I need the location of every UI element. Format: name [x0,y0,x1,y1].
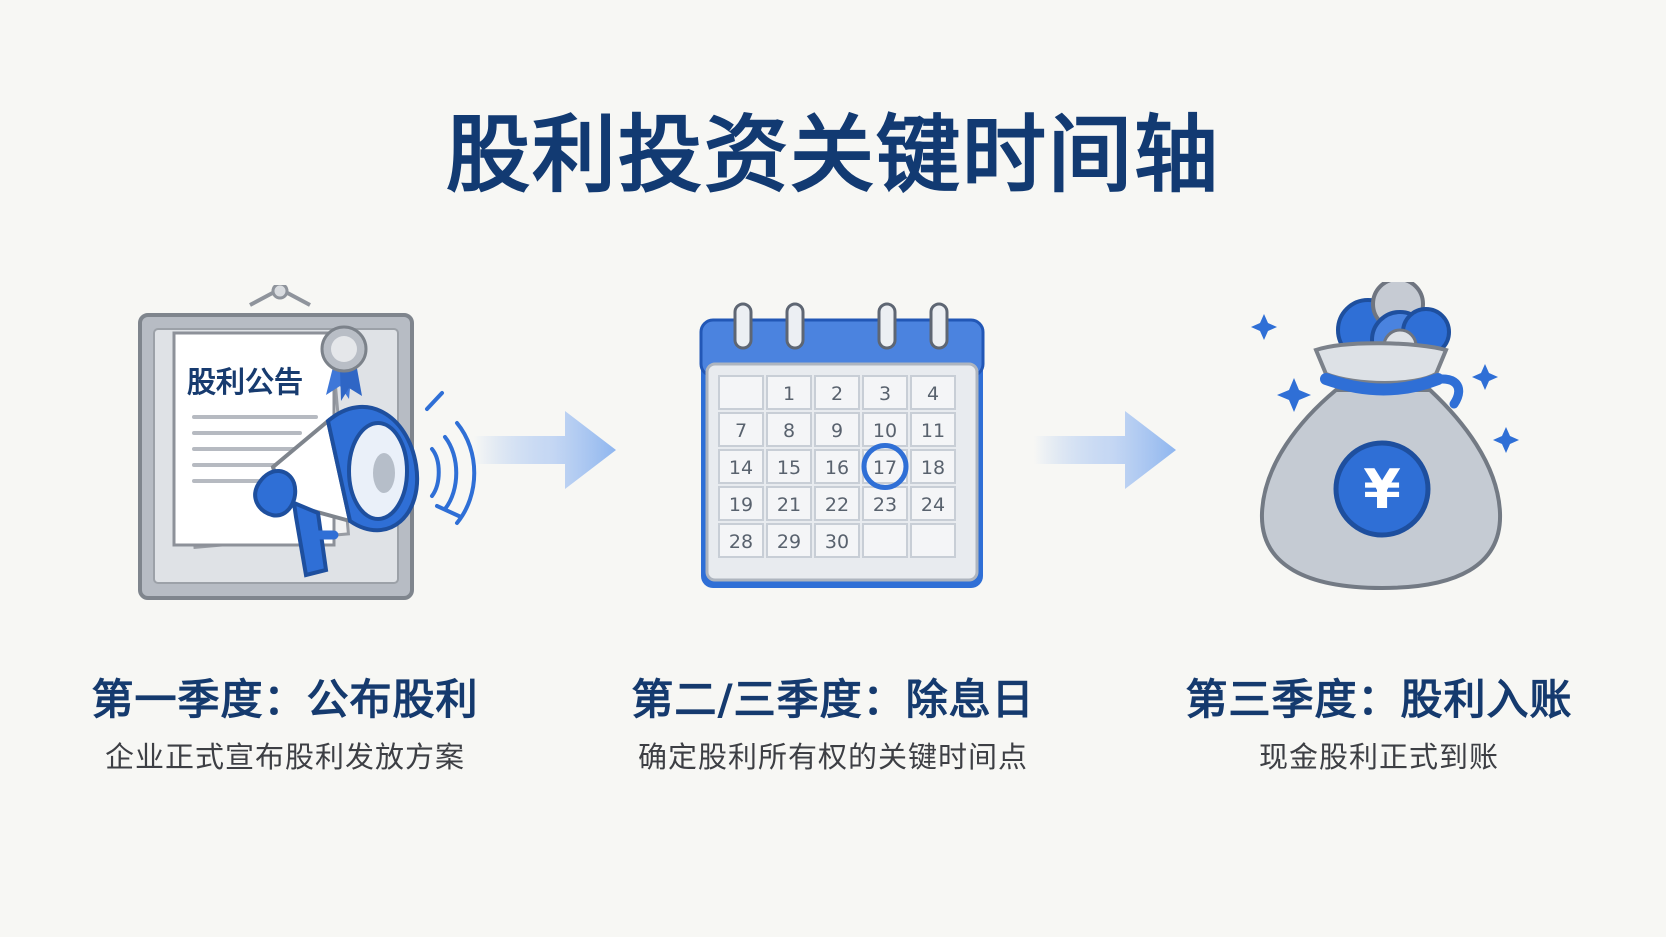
calendar-day-cell [862,486,908,521]
calendar-day-label: 17 [873,457,897,479]
step-3-description: 现金股利正式到账 [1258,740,1499,774]
megaphone-icon [253,404,420,578]
calendar-day-label: 28 [729,531,753,553]
calendar-day-label: 24 [921,494,945,516]
calendar-day-label: 4 [927,383,939,405]
calendar-day-cell [862,523,908,558]
step-1-title: 第一季度：公布股利 [91,675,479,724]
right-arrow-icon [1034,411,1176,489]
money-bag-illustration: ¥ [1251,282,1519,591]
step-1-description: 企业正式宣布股利发放方案 [104,740,465,774]
calendar-day-cell [814,375,860,410]
calendar-day-label: 14 [729,457,753,479]
calendar-day-cell [910,523,956,558]
calendar-day-cell [910,412,956,447]
calendar-day-label: 18 [921,457,945,479]
calendar-day-cell [910,486,956,521]
calendar-day-label: 23 [873,494,897,516]
highlighted-day-ring [861,443,909,490]
calendar-day-label: 29 [777,531,801,553]
calendar-day-label: 16 [825,457,849,479]
calendar-day-label: 3 [879,383,891,405]
board-hanger-icon [249,285,311,307]
calendar-day-cell [814,412,860,447]
sound-waves-icon [425,391,477,525]
calendar-day-cell [766,486,812,521]
document-label: 股利公告 [187,365,303,399]
seal-ribbon-icon [320,325,368,401]
calendar-day-cell [910,449,956,484]
calendar-day-cell [814,486,860,521]
step-2-description: 确定股利所有权的关键时间点 [637,740,1028,774]
calendar-day-cell [814,449,860,484]
page-title: 股利投资关键时间轴 [445,106,1220,204]
calendar-day-cell [766,449,812,484]
calendar-day-cell [766,412,812,447]
calendar-day-label: 21 [777,494,801,516]
calendar-day-label: 19 [729,494,753,516]
step-3-title: 第三季度：股利入账 [1185,675,1573,724]
calendar-day-label: 22 [825,494,849,516]
calendar-day-label: 9 [831,420,843,442]
calendar-day-label: 8 [783,420,795,442]
calendar-day-cell [718,486,764,521]
calendar-day-cell [910,375,956,410]
step-2-title: 第二/三季度：除息日 [631,675,1035,724]
calendar-day-cell [718,375,764,410]
calendar-day-cell [862,375,908,410]
calendar-day-label: 10 [873,420,897,442]
calendar-day-cell [718,523,764,558]
calendar-day-cell [718,449,764,484]
calendar-day-label: 30 [825,531,849,553]
calendar-day-cell [766,523,812,558]
yen-icon: ¥ [1363,458,1401,521]
calendar-day-cell [862,412,908,447]
yen-coin [1333,440,1431,538]
right-arrow-icon [474,411,616,489]
calendar-binder-rings-icon [733,302,949,350]
calendar-day-cell [766,375,812,410]
calendar-day-label: 2 [831,383,843,405]
calendar-day-label: 1 [783,383,795,405]
calendar-day-label: 11 [921,420,945,442]
calendar-day-cell [814,523,860,558]
calendar-day-cell [718,412,764,447]
calendar-day-label: 7 [735,420,747,442]
calendar-day-label: 15 [777,457,801,479]
sparkle-icon [1251,314,1519,453]
announcement-illustration: 股利公告 [138,285,477,600]
